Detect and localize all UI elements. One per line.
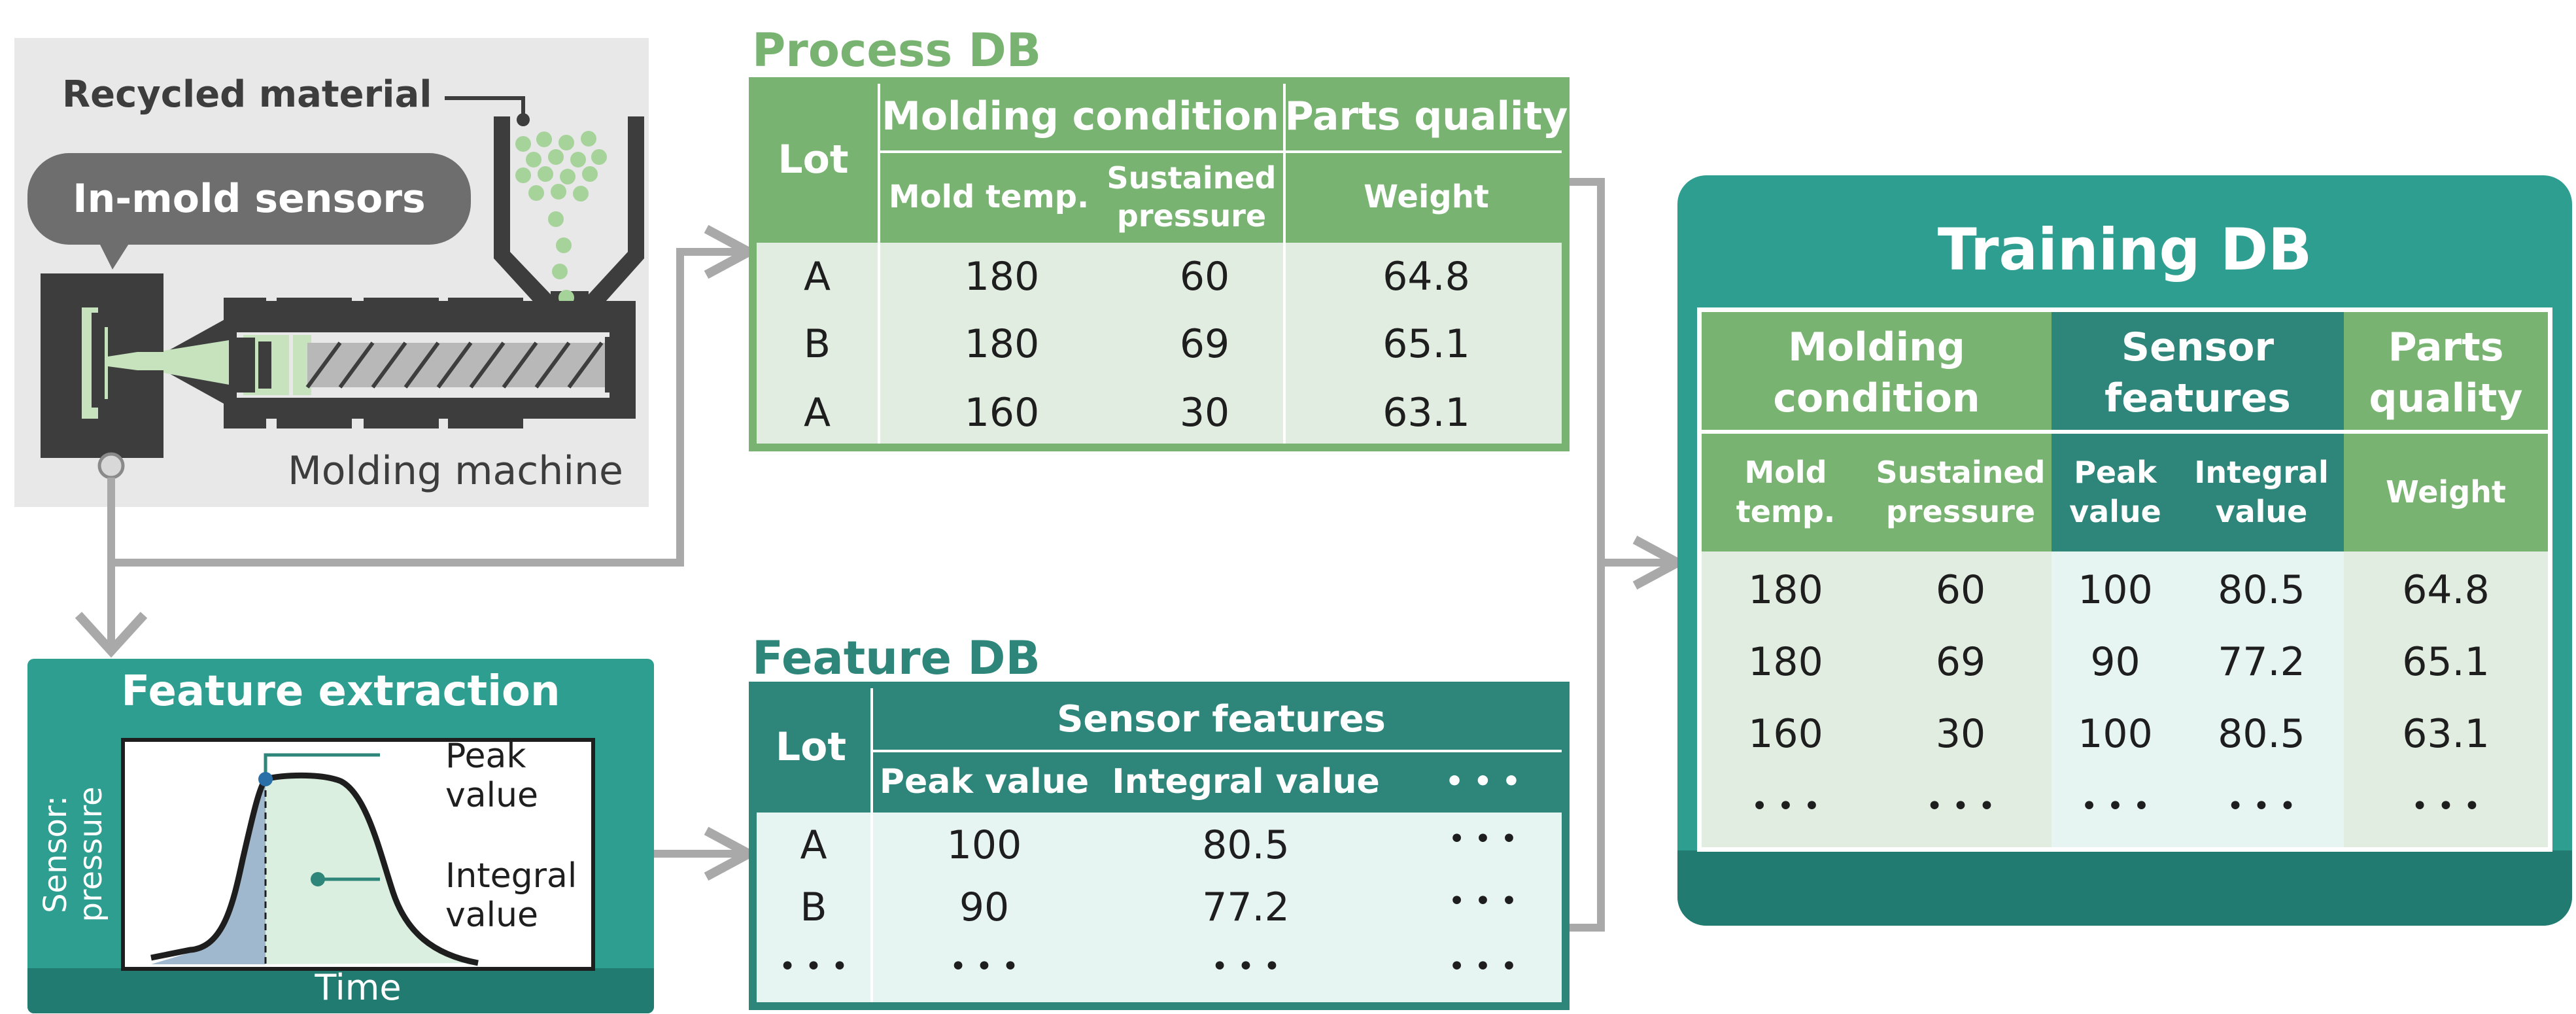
- parts-quality-header: Parts quality: [1284, 94, 1568, 139]
- molding-condition-column: [1702, 551, 2052, 847]
- training-cell-mold-temp: 180: [1748, 639, 1823, 685]
- training-cell-weight: • • •: [2411, 790, 2481, 823]
- feature-extraction-footer: [27, 968, 654, 1013]
- process-cell-lot: A: [803, 390, 831, 436]
- feature-cell-lot: B: [800, 884, 827, 930]
- training-cell-integral: 77.2: [2218, 639, 2305, 685]
- molding-condition-header: Molding condition: [1773, 324, 1980, 421]
- training-cell-pressure: 69: [1935, 639, 1986, 685]
- sustained-pressure-header: Sustained pressure: [1107, 160, 1277, 234]
- training-db-table: Molding condition Sensor features Parts …: [1697, 307, 2552, 852]
- sustained-pressure-header: Sustained pressure: [1876, 455, 2046, 529]
- training-cell-peak: 100: [2078, 567, 2153, 613]
- feature-cell-more: • • •: [1448, 950, 1518, 983]
- process-db-title: Process DB: [752, 24, 1042, 77]
- divider: [878, 150, 1562, 153]
- training-cell-pressure: • • •: [1926, 790, 1995, 823]
- training-db-title: Training DB: [1937, 216, 2312, 283]
- process-cell-pressure: 60: [1179, 254, 1230, 300]
- process-cell-lot: A: [803, 254, 831, 300]
- process-cell-weight: 65.1: [1382, 321, 1470, 367]
- sensor-features-header: Sensor features: [2104, 324, 2291, 421]
- molding-condition-header: Molding condition: [882, 94, 1279, 139]
- recycled-material-label: Recycled material: [62, 73, 432, 116]
- feature-cell-peak: • • •: [950, 950, 1019, 983]
- sensor-features-header: Sensor features: [1057, 698, 1386, 741]
- training-cell-pressure: 30: [1935, 711, 1986, 757]
- mold-temp-header: Mold temp.: [888, 179, 1090, 215]
- peak-value-header: Peak value: [2069, 455, 2161, 529]
- feature-cell-integral: 80.5: [1202, 822, 1290, 868]
- parts-quality-column: [2344, 551, 2548, 847]
- weight-header: Weight: [1364, 179, 1489, 215]
- training-cell-integral: 80.5: [2218, 711, 2305, 757]
- feature-cell-peak: 90: [959, 884, 1010, 930]
- training-cell-peak: 100: [2078, 711, 2153, 757]
- in-mold-sensors-bubble: In-mold sensors: [27, 153, 471, 245]
- training-cell-weight: 65.1: [2402, 639, 2490, 685]
- process-db-body: [757, 243, 1562, 444]
- weight-header: Weight: [2386, 474, 2506, 510]
- more-columns-header: • • •: [1445, 765, 1520, 798]
- feature-cell-lot: • • •: [779, 950, 848, 983]
- training-cell-mold-temp: • • •: [1751, 790, 1821, 823]
- lot-header: Lot: [775, 724, 847, 770]
- training-cell-peak: 90: [2090, 639, 2140, 685]
- process-cell-mold-temp: 180: [964, 321, 1040, 367]
- divider: [873, 750, 1562, 752]
- training-cell-weight: 63.1: [2402, 711, 2490, 757]
- integral-value-label: Integral value: [445, 856, 577, 935]
- divider: [1702, 430, 2548, 434]
- peak-value-header: Peak value: [879, 762, 1090, 801]
- process-cell-mold-temp: 180: [964, 254, 1040, 300]
- process-cell-mold-temp: 160: [964, 390, 1040, 436]
- pressure-plot: Peak value Integral value: [121, 737, 595, 971]
- sensor-features-column: [2052, 551, 2344, 847]
- integral-value-header: Integral value: [1112, 762, 1380, 801]
- feature-extraction-title: Feature extraction: [121, 667, 560, 716]
- divider: [878, 84, 880, 444]
- peak-value-label: Peak value: [445, 737, 539, 815]
- training-db-footer: [1677, 850, 2572, 926]
- feature-cell-integral: 77.2: [1202, 884, 1290, 930]
- molding-machine-label: Molding machine: [288, 448, 623, 494]
- plot-x-label: Time: [315, 967, 402, 1008]
- mold-temp-header: Mold temp.: [1736, 455, 1836, 529]
- feature-cell-peak: 100: [946, 822, 1022, 868]
- training-cell-weight: 64.8: [2402, 567, 2490, 613]
- integral-value-header: Integral value: [2194, 455, 2329, 529]
- training-cell-pressure: 60: [1935, 567, 1986, 613]
- lot-header: Lot: [778, 137, 849, 183]
- feature-cell-more: • • •: [1448, 884, 1518, 918]
- parts-quality-header: Parts quality: [2369, 324, 2523, 421]
- training-cell-mold-temp: 160: [1748, 711, 1823, 757]
- process-cell-weight: 64.8: [1382, 254, 1470, 300]
- divider: [870, 688, 873, 1002]
- feature-cell-more: • • •: [1448, 822, 1518, 856]
- feature-cell-integral: • • •: [1211, 950, 1280, 983]
- training-cell-mold-temp: 180: [1748, 567, 1823, 613]
- feature-db-title: Feature DB: [752, 631, 1040, 685]
- process-cell-pressure: 69: [1179, 321, 1230, 367]
- plot-y-label: Sensor: pressure: [37, 786, 109, 922]
- process-cell-lot: B: [803, 321, 831, 367]
- feature-db-body: [757, 813, 1562, 1002]
- training-cell-integral: • • •: [2227, 790, 2296, 823]
- training-cell-peak: • • •: [2080, 790, 2150, 823]
- divider: [1283, 84, 1286, 444]
- training-cell-integral: 80.5: [2218, 567, 2305, 613]
- process-cell-weight: 63.1: [1382, 390, 1470, 436]
- feature-cell-lot: A: [800, 822, 827, 868]
- process-db-table: Lot Molding condition Parts quality Mold…: [749, 77, 1570, 451]
- process-cell-pressure: 30: [1179, 390, 1230, 436]
- feature-db-table: Lot Sensor features Peak value Integral …: [749, 682, 1570, 1010]
